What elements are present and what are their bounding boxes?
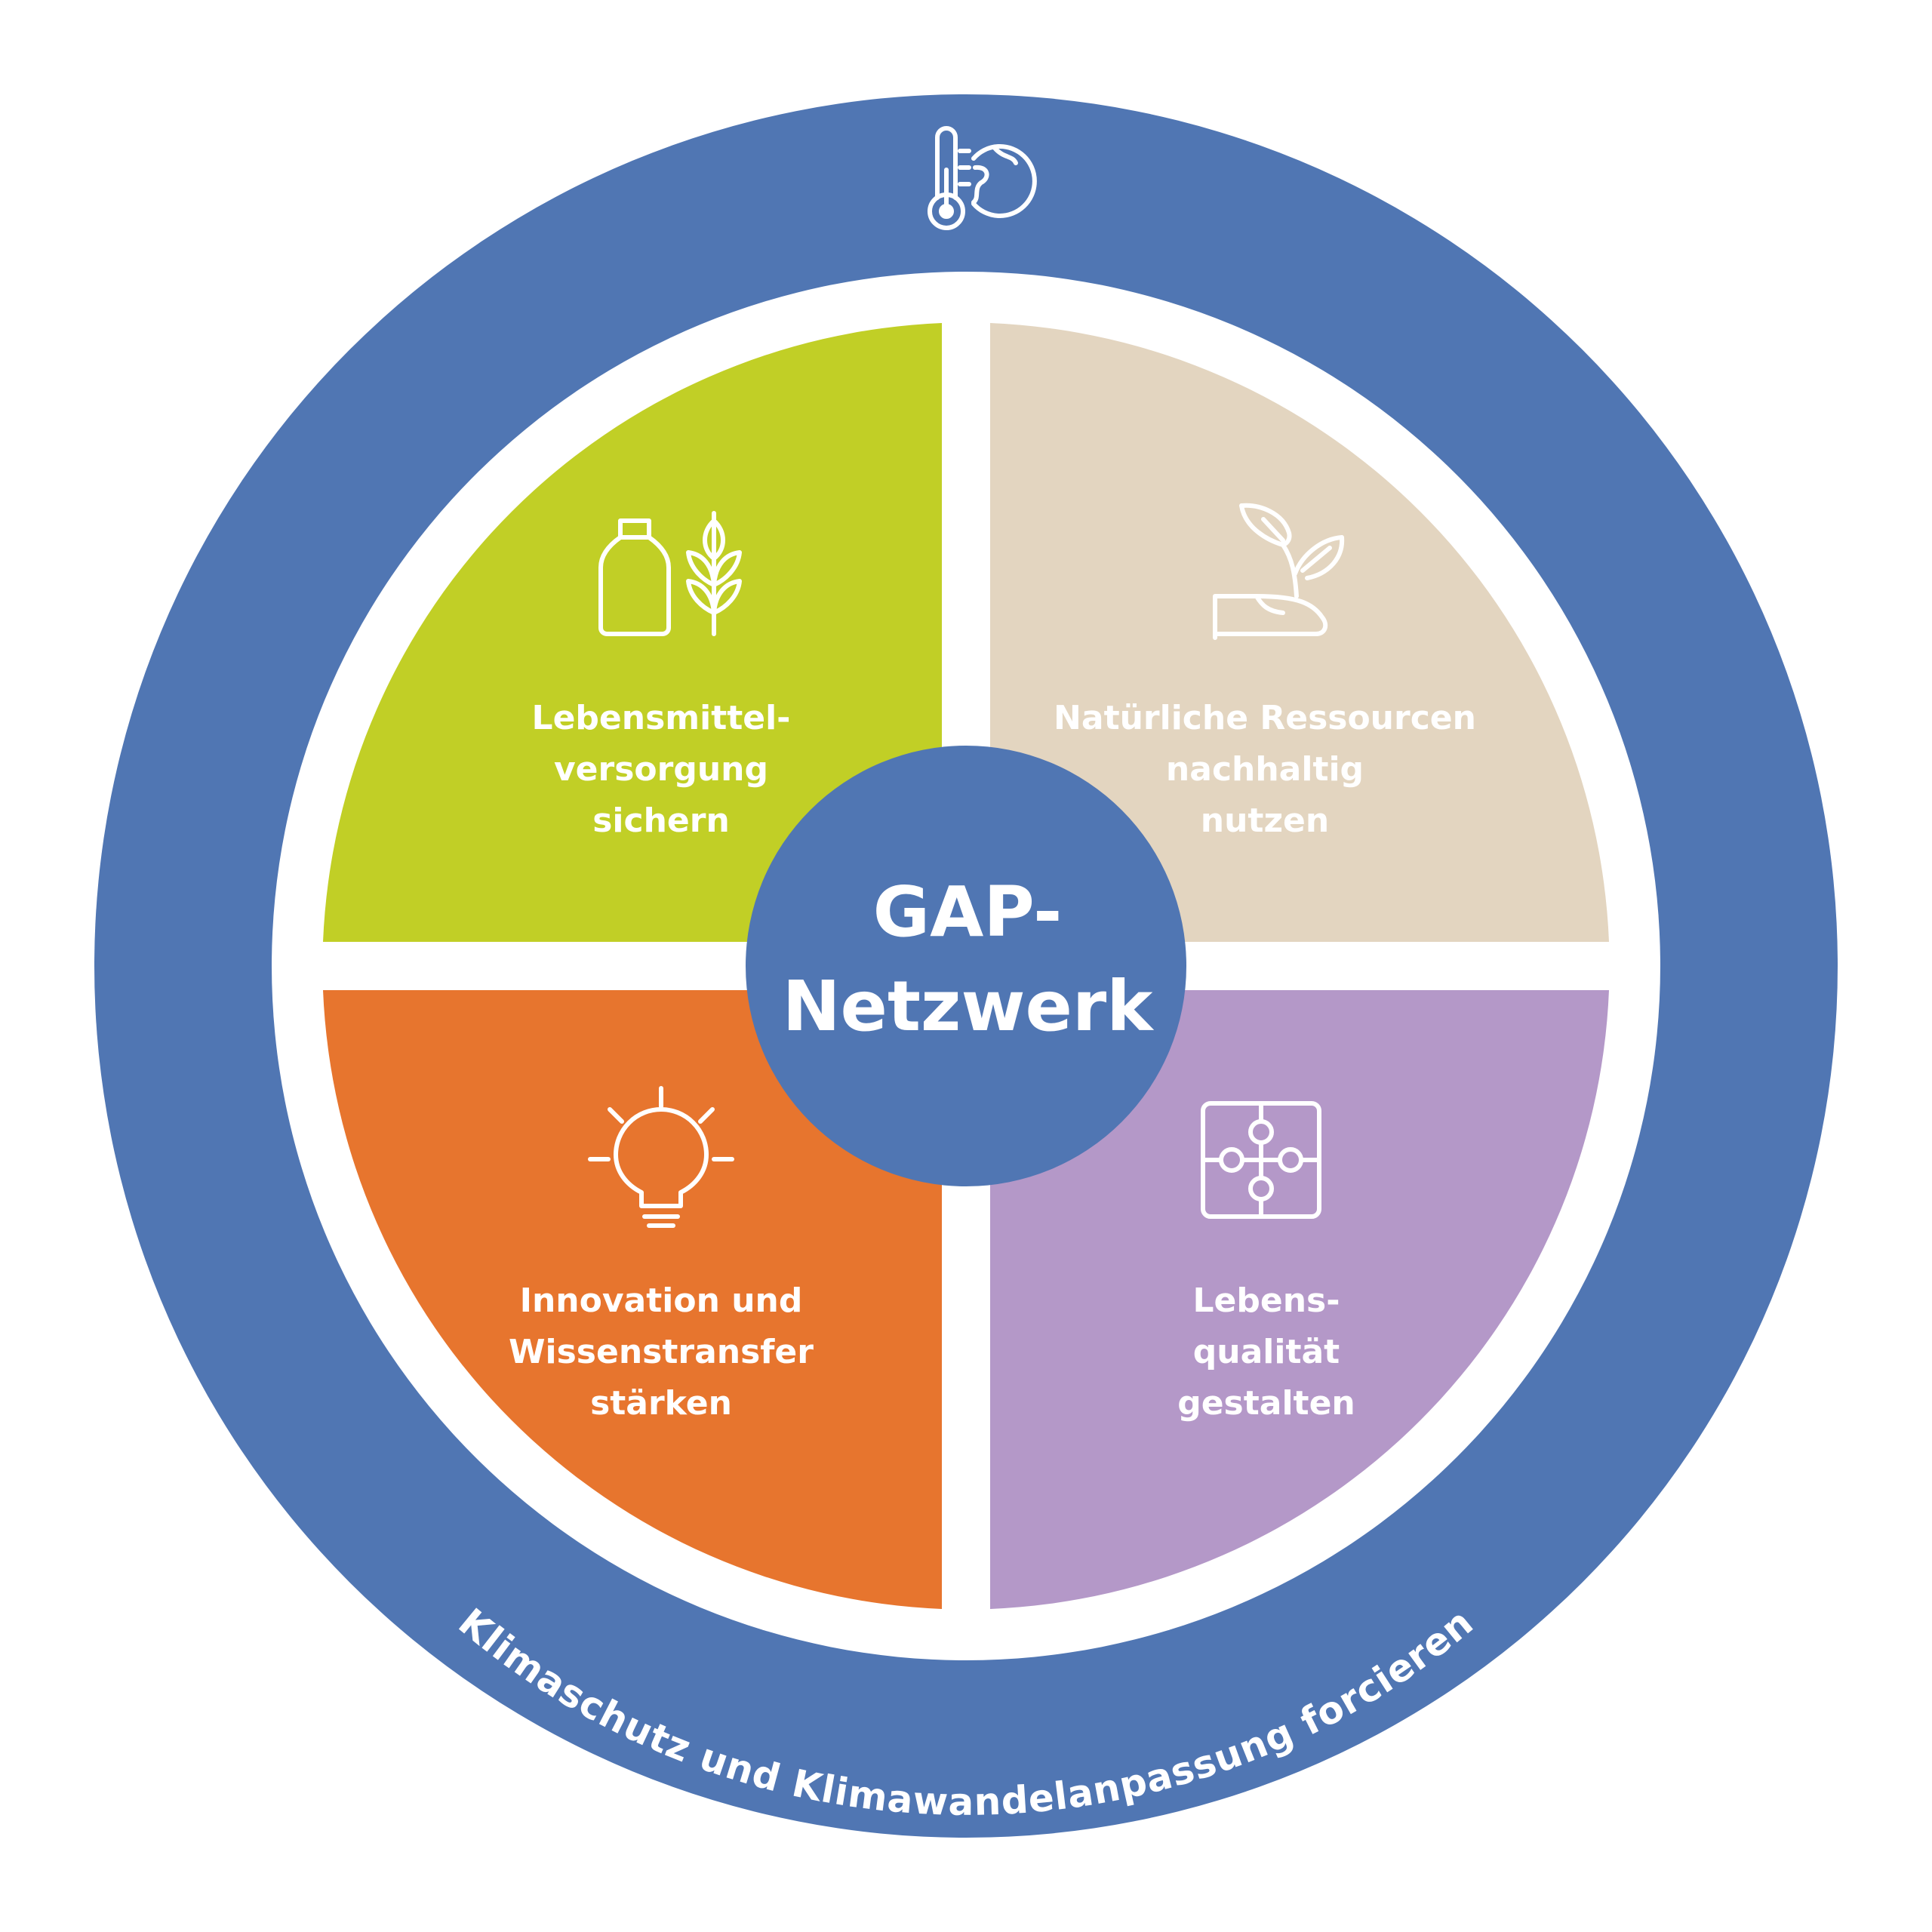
- food-label-line3: sichern: [592, 801, 730, 840]
- food-label-line2: versorgung: [554, 750, 768, 789]
- milk-bottle-wheat-icon: [598, 511, 742, 636]
- puzzle-icon: [1201, 1101, 1321, 1219]
- plant-sprout-icon: [1213, 503, 1345, 640]
- quadrant-innovation: [323, 990, 942, 1609]
- innovation-label-line1: Innovation und: [520, 1281, 803, 1320]
- resources-label-line1: Natürliche Ressourcen: [1054, 699, 1476, 737]
- thermometer-globe-icon: [928, 126, 1037, 230]
- innovation-label-line2: Wissenstransfer: [509, 1333, 814, 1371]
- quality-label-line2: qualität: [1193, 1333, 1340, 1371]
- lightbulb-icon: [588, 1086, 734, 1228]
- quality-label-line3: gestalten: [1177, 1384, 1355, 1423]
- quality-label-line1: Lebens-: [1193, 1281, 1340, 1320]
- resources-label-line3: nutzen: [1201, 801, 1329, 840]
- resources-label-line2: nachhaltig: [1166, 750, 1364, 789]
- innovation-label-line3: stärken: [590, 1384, 732, 1423]
- center-title-line2: Netzwerk: [783, 966, 1155, 1047]
- center-circle: [746, 746, 1186, 1186]
- food-label-line1: Lebensmittel-: [532, 699, 791, 737]
- quadrant-quality-of-life: [990, 990, 1609, 1609]
- center-title-line1: GAP-: [873, 872, 1063, 952]
